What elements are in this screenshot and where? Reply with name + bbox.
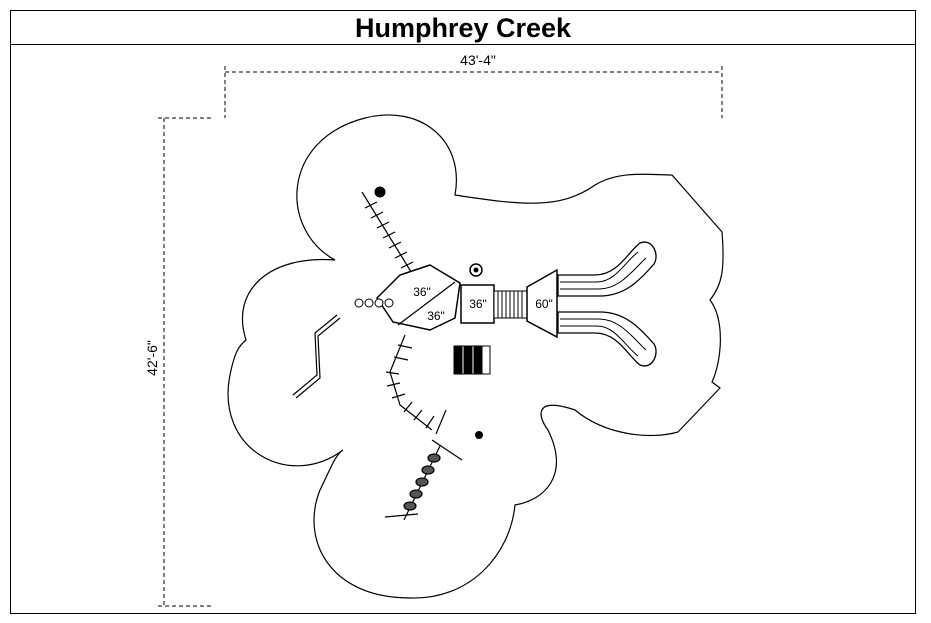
lower-climber-rung	[435, 409, 447, 435]
deck-step	[473, 345, 483, 375]
tire-climber-bottom-bar	[384, 513, 419, 518]
deck-step	[463, 345, 473, 375]
tire	[409, 489, 423, 499]
upper-climber-rung	[400, 261, 414, 269]
width-dimension-label: 43'-4"	[460, 52, 496, 68]
balance-beam-edge	[292, 314, 338, 396]
tire-climber	[384, 439, 463, 521]
bridge	[493, 290, 529, 319]
square-deck-label: 36"	[469, 297, 487, 311]
lower-climber-rung	[397, 344, 413, 349]
upper-slide-rail	[560, 251, 639, 283]
height-dimension	[158, 117, 214, 607]
tire-climber-top-bar	[431, 439, 463, 461]
hex-deck-upper-label: 36"	[413, 285, 431, 299]
lower-slide-rail	[560, 318, 647, 351]
panel-post	[354, 298, 364, 308]
lower-slide-rail	[560, 325, 639, 357]
page-title: Humphrey Creek	[354, 13, 572, 43]
balance-beam-path	[295, 317, 341, 399]
spinner-post	[475, 431, 483, 439]
lower-climber-rung	[386, 382, 401, 387]
upper-climber-rung	[382, 231, 396, 239]
panel-post	[364, 298, 374, 308]
deck-steps	[453, 345, 491, 375]
tire	[403, 501, 417, 511]
square-deck	[460, 284, 495, 324]
height-dimension-label: 42'-6"	[144, 340, 160, 376]
upper-slide	[557, 241, 657, 297]
spinner-post	[374, 186, 386, 198]
width-dimension	[224, 66, 723, 118]
upper-climber	[361, 191, 414, 276]
hex-deck-divider	[397, 281, 456, 326]
upper-climber-rung	[376, 221, 390, 229]
upper-climber-rung	[394, 251, 408, 259]
upper-climber-rail	[361, 191, 414, 276]
title-bar: Humphrey Creek	[11, 11, 915, 45]
panel-posts	[354, 298, 394, 308]
balance-beam	[292, 314, 341, 399]
panel-post	[384, 298, 394, 308]
lower-slide	[557, 311, 657, 367]
lower-climber-rail	[389, 334, 433, 431]
lower-climber	[385, 334, 447, 435]
panel-post	[374, 298, 384, 308]
tire	[421, 465, 435, 475]
hex-deck-lower-label: 36"	[427, 309, 445, 323]
upper-climber-rung	[370, 211, 384, 219]
safety-zone-outline	[227, 114, 724, 599]
lower-climber-rung	[385, 371, 400, 375]
lower-climber-rung	[391, 393, 406, 399]
triangle-deck-label: 60"	[535, 297, 553, 311]
hex-deck	[376, 264, 461, 331]
bridge-deck	[493, 290, 529, 319]
deck-step	[453, 345, 463, 375]
upper-climber-rung	[388, 241, 402, 249]
periscope-center	[473, 267, 479, 273]
lower-climber-rung	[403, 401, 413, 413]
triangle-deck	[526, 268, 558, 339]
upper-slide-rail	[560, 257, 647, 290]
lower-climber-rung	[393, 356, 409, 361]
tire	[415, 477, 429, 487]
lower-climber-rung	[425, 415, 435, 429]
lower-climber-rung	[413, 409, 423, 421]
upper-climber-rung	[364, 201, 378, 209]
drawing-frame: Humphrey Creek	[10, 10, 916, 614]
tire	[427, 453, 441, 463]
